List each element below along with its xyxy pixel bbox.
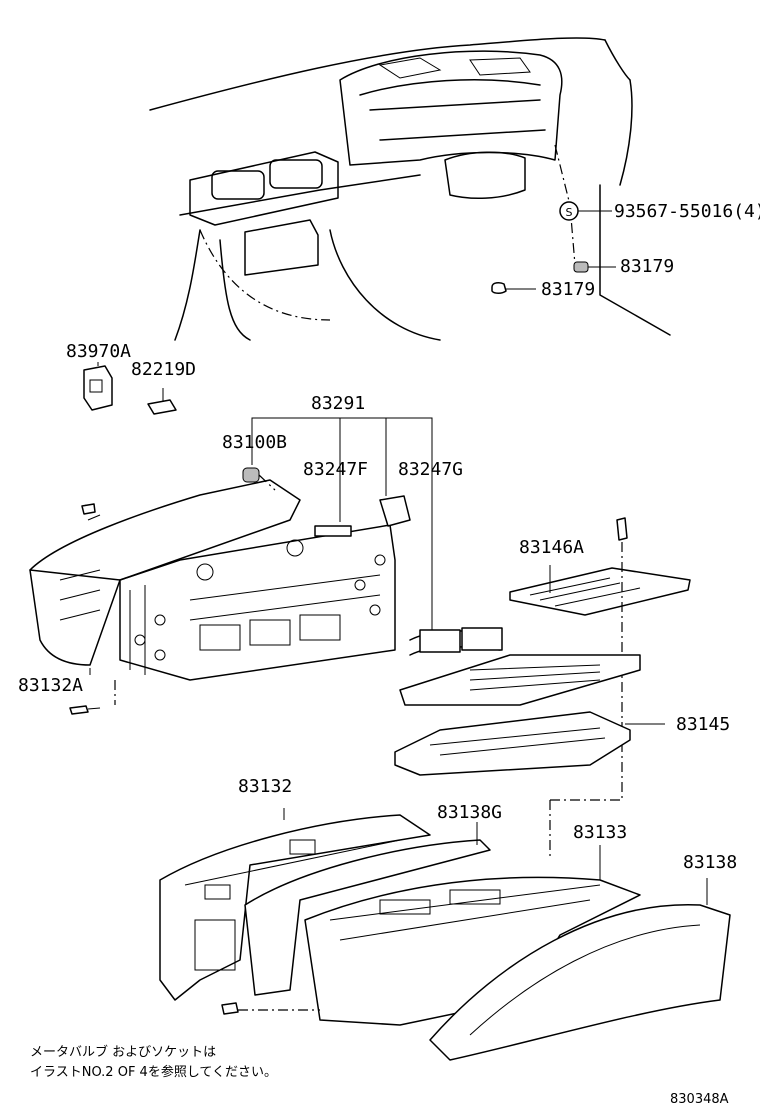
note-line-1: メータバルブ およびソケットは [30,1045,217,1060]
note-line-2: イラストNO.2 OF 4を参照してください。 [30,1065,278,1080]
bulb-83247f [314,525,352,537]
label-83145: 83145 [676,714,730,735]
label-83138: 83138 [683,852,737,873]
clip-83100b [242,467,276,491]
label-83132a: 83132A [18,675,83,696]
bulb-83247g [379,495,411,527]
screw-symbol: S [559,201,612,221]
plate-83145 [394,711,665,776]
label-83133: 83133 [573,822,627,843]
label-83179-a: 83179 [620,256,674,277]
plate-83138g [244,822,491,996]
label-83132: 83132 [238,776,292,797]
leader-83291 [251,417,433,630]
label-93567: 93567-55016(4) [614,201,760,222]
screw-bottom [221,1002,320,1015]
label-83179-b: 83179 [541,279,595,300]
relay-83970a [83,362,113,411]
part-labels: 93567-55016(4) 83179 83179 83970A 82219D… [18,201,760,873]
case-83132 [159,808,431,1001]
diagram-code: 830348A [670,1092,729,1107]
harness-connector [409,627,503,656]
bulb-socket-upper [573,261,616,273]
label-83247f: 83247F [303,459,368,480]
label-83291: 83291 [311,393,365,414]
label-83100b: 83100B [222,432,287,453]
fuse-82219d [147,388,177,415]
label-83247g: 83247G [398,459,463,480]
label-83970a: 83970A [66,341,131,362]
label-83138g: 83138G [437,802,502,823]
combination-meter-assy [29,479,396,705]
mask-83133 [304,845,641,1026]
speedometer-board [399,654,641,706]
label-83146a: 83146A [519,537,584,558]
label-82219d: 82219D [131,359,196,380]
bulb-socket-note: メータバルブ およびソケットは イラストNO.2 OF 4を参照してください。 [30,1043,277,1083]
screws-83132a [69,503,101,715]
screw-symbol-text: S [566,206,573,219]
bulb-socket-lower [491,282,536,294]
dashboard-outline [149,37,671,341]
glass-83138 [429,878,731,1061]
